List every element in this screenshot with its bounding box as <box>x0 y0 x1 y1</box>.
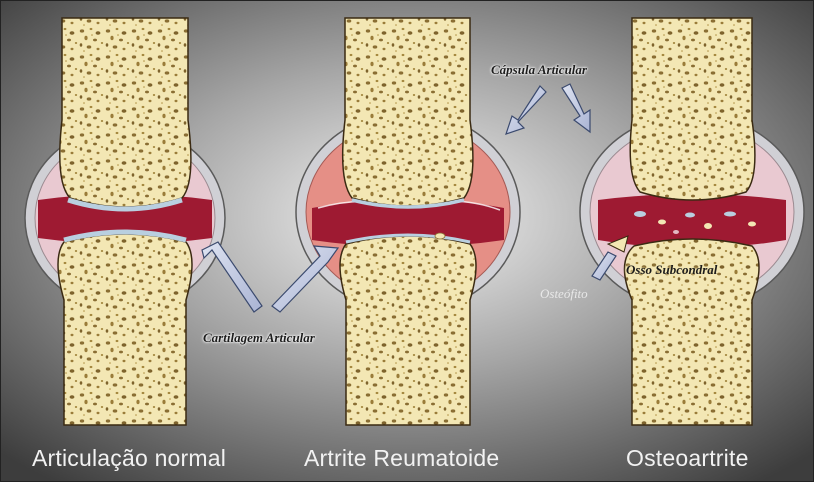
caption-osteoarthritis: Osteoartrite <box>626 445 749 472</box>
label-subchondral: Osso Subcondral <box>626 262 717 278</box>
upper-bone <box>630 18 755 200</box>
caption-rheumatoid: Artrite Reumatoide <box>304 445 499 472</box>
lower-bone <box>340 236 476 425</box>
label-cartilage: Cartilagem Articular <box>203 330 315 346</box>
label-capsule: Cápsula Articular <box>491 62 587 78</box>
upper-bone <box>343 18 473 206</box>
label-osteophyte: Osteófito <box>540 286 588 302</box>
upper-bone <box>60 18 191 207</box>
lower-bone <box>58 234 192 425</box>
caption-normal: Articulação normal <box>32 445 226 472</box>
